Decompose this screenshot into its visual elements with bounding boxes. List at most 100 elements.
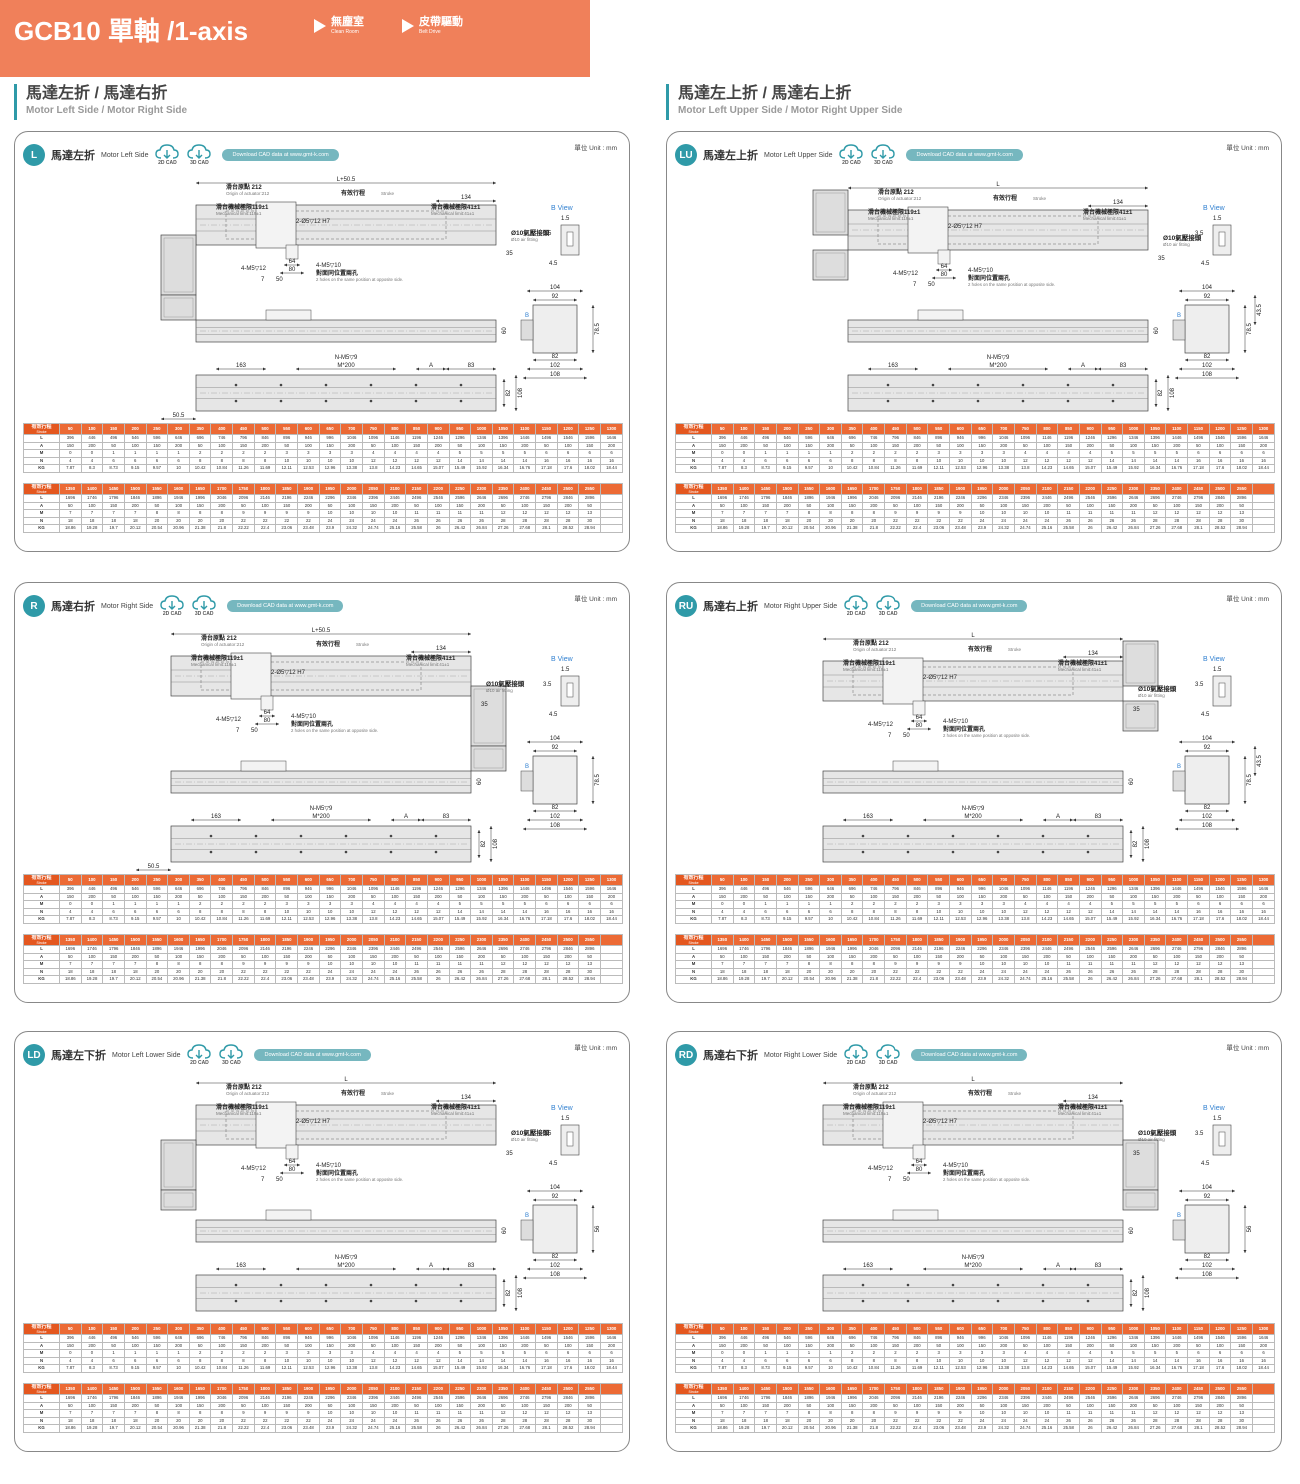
table-cell: 150 — [797, 1341, 821, 1350]
download-cad-link[interactable]: Download CAD data at www.gmt-k.com — [227, 600, 344, 612]
drawing-label: Mechanical limit:119±1 — [868, 216, 914, 221]
download-cad-link[interactable]: Download CAD data at www.gmt-k.com — [911, 1049, 1028, 1061]
cad-2d-download[interactable]: 2D CAD — [843, 1044, 869, 1066]
table-cell: 10 — [992, 960, 1015, 969]
row-label: N — [675, 516, 712, 525]
table-cell: 24.32 — [992, 524, 1015, 533]
table-cell: 2046 — [862, 494, 886, 503]
table-cell: 12 — [513, 960, 537, 969]
table-cell: 24 — [318, 967, 342, 976]
drawing-label: 滑台原點 212 — [853, 1083, 889, 1091]
stroke-value: 2100 — [383, 934, 407, 946]
table-cell: 2196 — [275, 945, 299, 954]
table-cell: 50 — [188, 1341, 212, 1350]
download-cad-link[interactable]: Download CAD data at www.gmt-k.com — [222, 149, 339, 161]
cad-3d-download[interactable]: 3D CAD — [191, 595, 217, 617]
table-cell: 200 — [253, 1341, 277, 1350]
table-cell: 12 — [491, 1409, 515, 1418]
table-cell: 150 — [927, 952, 951, 961]
table-cell: 100 — [992, 1401, 1015, 1410]
table-cell: 50 — [711, 1401, 734, 1410]
table-cell: 8.73 — [102, 915, 125, 924]
cad-2d-download[interactable]: 2D CAD — [154, 144, 180, 166]
cad-3d-download[interactable]: 3D CAD — [875, 595, 901, 617]
table-cell: 200 — [556, 501, 580, 510]
cloud-download-icon — [160, 595, 184, 610]
stroke-value: 600 — [949, 423, 972, 435]
cad-3d-download[interactable]: 3D CAD — [218, 1044, 244, 1066]
table-cell: 16 — [578, 1356, 602, 1365]
table-cell: 9.15 — [775, 464, 799, 473]
stroke-value: 250 — [797, 1323, 821, 1335]
drawing-label: L — [971, 1077, 975, 1083]
table-cell: 200 — [819, 441, 842, 450]
table-cell: 4 — [1035, 900, 1059, 909]
stroke-value: 1400 — [732, 934, 756, 946]
download-cad-link[interactable]: Download CAD data at www.gmt-k.com — [906, 149, 1023, 161]
stroke-value: 1050 — [491, 874, 515, 886]
table-cell: 200 — [775, 501, 799, 510]
table-cell: 3 — [970, 1349, 994, 1358]
table-cell: 1996 — [188, 1394, 212, 1403]
table-cell: 200 — [80, 1341, 104, 1350]
table-cell: 2 — [253, 449, 277, 458]
table-cell: 846 — [905, 885, 929, 894]
panel-header: LU 馬達左上折 Motor Left Upper Side 2D CAD 3D… — [675, 144, 1023, 166]
cad-2d-download[interactable]: 2D CAD — [838, 144, 864, 166]
table-cell: 15.92 — [470, 915, 493, 924]
cad-3d-download[interactable]: 3D CAD — [875, 1044, 901, 1066]
drawing-label: 92 — [1204, 1194, 1211, 1200]
download-cad-link[interactable]: Download CAD data at www.gmt-k.com — [911, 600, 1028, 612]
table-cell: 27.68 — [1165, 524, 1189, 533]
stroke-value: 2400 — [1165, 934, 1189, 946]
drawing-label: 4-M5▽12 — [241, 1166, 267, 1172]
table-cell: 5 — [1100, 449, 1124, 458]
table-cell: 50 — [1057, 501, 1080, 510]
table-cell: 746 — [862, 434, 886, 443]
table-cell: 24 — [992, 1416, 1015, 1425]
table-cell: 7 — [754, 509, 777, 518]
table-cell: 12.96 — [318, 1364, 342, 1373]
cad-2d-download[interactable]: 2D CAD — [159, 595, 185, 617]
row-label: N — [23, 516, 60, 525]
table-cell: 1246 — [426, 885, 450, 894]
table-cell: 11.26 — [232, 464, 255, 473]
table-cell: 19.7 — [102, 524, 125, 533]
table-cell: 1396 — [491, 1334, 515, 1343]
table-cell: 17.18 — [1187, 464, 1210, 473]
table-cell: 22 — [297, 516, 320, 525]
download-cad-link[interactable]: Download CAD data at www.gmt-k.com — [254, 1049, 371, 1061]
table-cell: 5 — [491, 1349, 515, 1358]
table-cell: 2646 — [1122, 494, 1145, 503]
table-cell: 1 — [145, 1349, 169, 1358]
table-cell: 12 — [1013, 1356, 1037, 1365]
row-label: M — [23, 1349, 60, 1358]
unit-label: 單位 Unit : mm — [1226, 1045, 1269, 1052]
table-cell: 200 — [600, 892, 623, 901]
row-label: M — [675, 449, 712, 458]
table-cell: 26 — [1078, 967, 1102, 976]
table-cell: 16.34 — [1143, 1364, 1167, 1373]
table-cell: 22 — [297, 967, 320, 976]
cad-2d-download[interactable]: 2D CAD — [843, 595, 869, 617]
table-cell: 1396 — [1143, 1334, 1167, 1343]
table-cell: 24 — [383, 967, 407, 976]
stroke-value: 800 — [1035, 874, 1059, 886]
table-cell: 200 — [1078, 441, 1102, 450]
cad-2d-download[interactable]: 2D CAD — [186, 1044, 212, 1066]
table-cell: 2696 — [491, 1394, 515, 1403]
stroke-value: 1450 — [754, 1383, 777, 1395]
drawing-label: 滑台機械極限41±1 — [431, 203, 481, 211]
cad-3d-download[interactable]: 3D CAD — [870, 144, 896, 166]
table-cell: 22 — [949, 1416, 972, 1425]
stroke-value: 1550 — [145, 1383, 169, 1395]
stroke-value: 400 — [862, 423, 886, 435]
drawing-label: Mechanical limit:119±1 — [216, 211, 262, 216]
cad-3d-download[interactable]: 3D CAD — [186, 144, 212, 166]
drawing-label: 108 — [1202, 823, 1213, 829]
table-cell: 25.16 — [1035, 1424, 1059, 1433]
dimension-panel-rd: RD 馬達右下折 Motor Right Lower Side 2D CAD 3… — [666, 1031, 1282, 1452]
